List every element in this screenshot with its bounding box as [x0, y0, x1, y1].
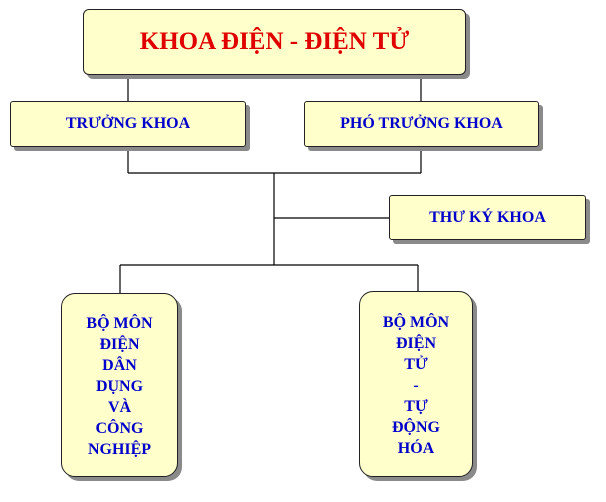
dept-left-line: BỘ MÔN — [86, 314, 153, 332]
deputy-label: PHÓ TRƯỞNG KHOA — [340, 115, 503, 132]
dept-right-box: BỘ MÔN ĐIỆN TỬ - TỰ ĐỘNG HÓA — [359, 291, 473, 477]
dept-left-line: DÂN — [102, 356, 137, 374]
dept-left-line: VÀ — [107, 398, 132, 416]
dept-right-line: ĐIỆN — [395, 334, 436, 352]
dept-left-line: NGHIỆP — [87, 440, 152, 458]
dept-left-line: CÔNG — [95, 419, 144, 437]
faculty-title-box: KHOA ĐIỆN - ĐIỆN TỬ — [83, 9, 466, 75]
dept-right-line: TỰ — [404, 397, 428, 415]
dept-right-line: - — [413, 376, 419, 394]
secretary-label: THƯ KÝ KHOA — [429, 208, 546, 226]
dept-right-line: BỘ MÔN — [382, 313, 450, 331]
deputy-box: PHÓ TRƯỞNG KHOA — [304, 101, 539, 147]
dept-right-line: ĐỘNG — [392, 418, 440, 436]
dept-left-line: ĐIỆN — [99, 335, 140, 353]
dept-right-line: HÓA — [397, 439, 435, 457]
faculty-title: KHOA ĐIỆN - ĐIỆN TỬ — [139, 28, 410, 55]
dept-right-line: TỬ — [404, 355, 428, 373]
secretary-box: THƯ KÝ KHOA — [389, 195, 586, 240]
dept-left-line: DỤNG — [95, 377, 144, 395]
head-label: TRƯỞNG KHOA — [65, 115, 191, 132]
dept-left-box: BỘ MÔN ĐIỆN DÂN DỤNG VÀ CÔNG NGHIỆP — [61, 293, 178, 477]
head-box: TRƯỞNG KHOA — [10, 101, 246, 147]
